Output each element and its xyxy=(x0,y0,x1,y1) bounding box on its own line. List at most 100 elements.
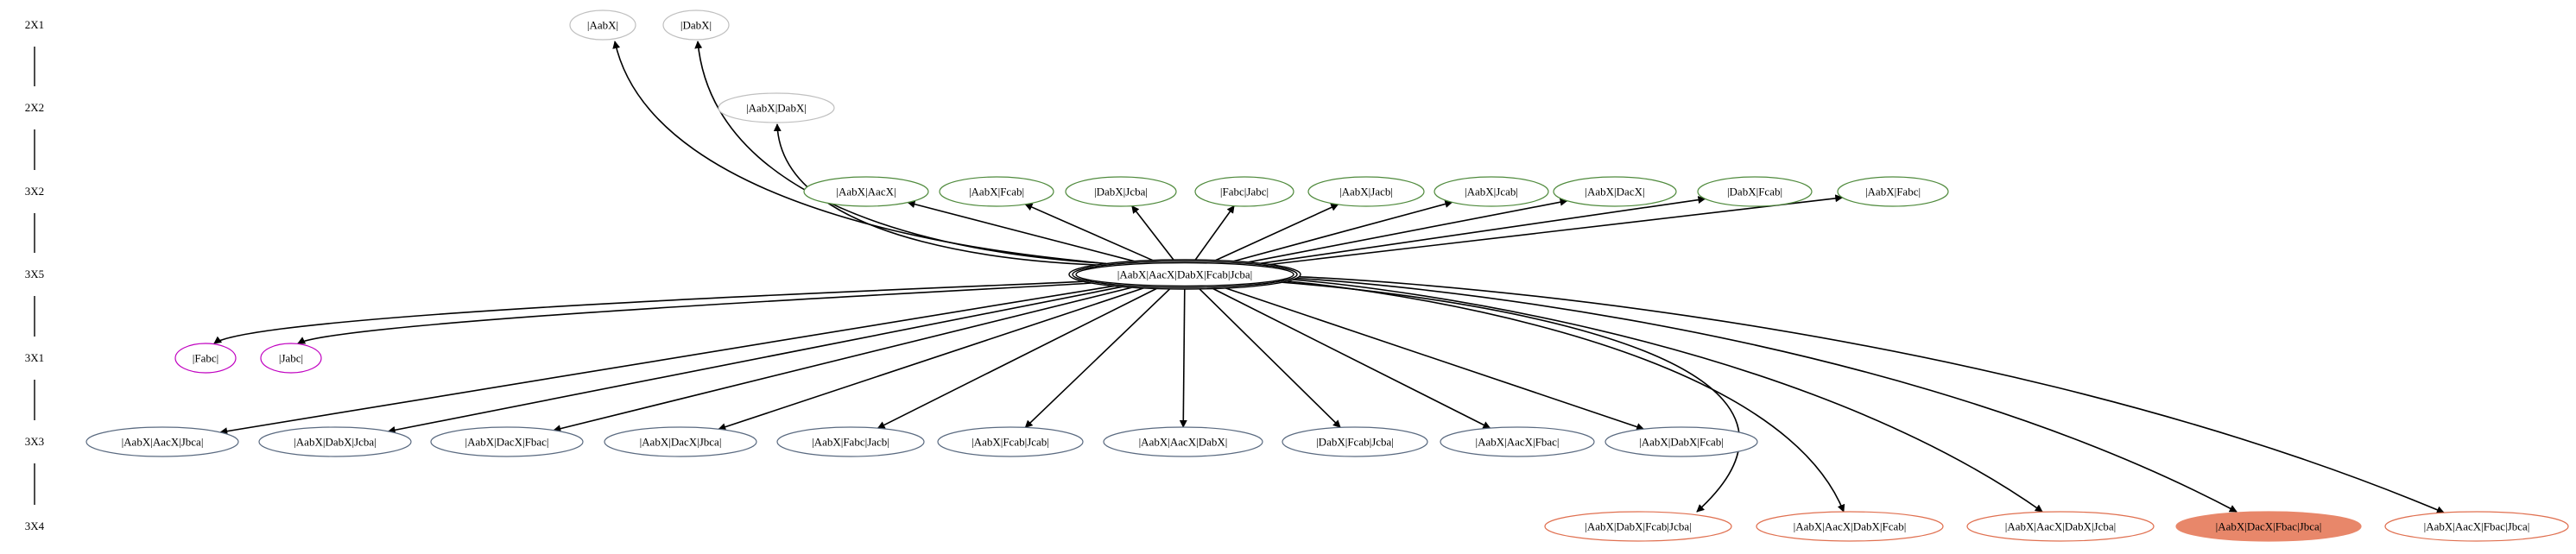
node-n_aabx_fabc[interactable]: |AabX|Fabc| xyxy=(1837,176,1949,207)
node-label: |AabX|DabX|Fcab|Jcba| xyxy=(1585,520,1691,533)
edge-center-to-n_aabx_aacx xyxy=(907,200,1135,262)
edge-center-to-n_dabx xyxy=(694,41,1107,265)
node-shape xyxy=(258,426,412,457)
node-shape xyxy=(776,426,925,457)
node-label: |AabX|AacX|DabX|Fcab|Jcba| xyxy=(1117,268,1252,281)
node-label: |AabX|DacX| xyxy=(1585,186,1644,198)
node-label: |AabX|Fcab|Jcab| xyxy=(972,436,1049,449)
node-n_dabx_fcab[interactable]: |DabX|Fcab| xyxy=(1697,176,1813,207)
node-shape xyxy=(1440,426,1595,457)
node-n_aabx_fcab[interactable]: |AabX|Fcab| xyxy=(939,176,1054,207)
rank-label: 3X2 xyxy=(25,185,44,198)
node-shape xyxy=(1434,176,1549,207)
edge-center-to-n_aabx_dacx_jbca xyxy=(718,287,1144,431)
node-n_aabx_dacx_jbca[interactable]: |AabX|DacX|Jbca| xyxy=(604,426,757,457)
node-label: |AabX|Fabc| xyxy=(1865,186,1921,198)
node-label: |DabX|Jcba| xyxy=(1094,186,1148,198)
node-label: |Fabc| xyxy=(193,352,218,365)
edge-center-to-n_fabc_jabc xyxy=(1194,205,1235,261)
node-n_aabx_jcab[interactable]: |AabX|Jcab| xyxy=(1434,176,1549,207)
rank-label: 2X1 xyxy=(25,18,44,31)
rank-label: 3X5 xyxy=(25,268,44,280)
node-n_aabx_dabx_fcab[interactable]: |AabX|DabX|Fcab| xyxy=(1604,426,1758,457)
edge-center-to-n_aabx_aacx_dabx_jcba xyxy=(1292,279,2043,513)
node-shape xyxy=(569,9,636,41)
node-n_aabx_dacx[interactable]: |AabX|DacX| xyxy=(1553,176,1677,207)
node-n_dabx_fcab_jcba[interactable]: |DabX|Fcab|Jcba| xyxy=(1282,426,1428,457)
node-n_aabx_aacx_dabx_fcab[interactable]: |AabX|AacX|DabX|Fcab| xyxy=(1756,511,1944,542)
node-n_aabx_jacb[interactable]: |AabX|Jacb| xyxy=(1307,176,1425,207)
edge-center-to-n_aabx_aacx_fbac xyxy=(1212,287,1491,429)
node-label: |AabX|Fcab| xyxy=(969,186,1024,198)
node-label: |AabX|DacX|Fbac|Jbca| xyxy=(2216,520,2322,533)
edge-center-to-n_aabx xyxy=(612,41,1106,265)
node-shape xyxy=(1307,176,1425,207)
node-shape xyxy=(1065,176,1177,207)
node-ring xyxy=(1072,261,1298,288)
edge-center-to-n_aabx_dabx xyxy=(773,123,1097,266)
node-shape xyxy=(2175,511,2362,542)
node-n_dabx_jcba[interactable]: |DabX|Jcba| xyxy=(1065,176,1177,207)
node-n_aabx_aacx[interactable]: |AabX|AacX| xyxy=(803,176,929,207)
node-center[interactable]: |AabX|AacX|DabX|Fcab|Jcba| xyxy=(1068,259,1301,290)
node-ring xyxy=(1068,259,1301,290)
edge-center-to-n_aabx_jacb xyxy=(1215,204,1339,261)
edge-center-to-n_aabx_dabx_fcab_jcba xyxy=(1282,281,1741,513)
edge-layer xyxy=(213,41,2445,514)
node-n_aabx_aacx_jbca[interactable]: |AabX|AacX|Jbca| xyxy=(85,426,239,457)
node-n_aabx_dabx_fcab_jcba[interactable]: |AabX|DabX|Fcab|Jcba| xyxy=(1544,511,1732,542)
edge-center-to-n_aabx_aacx_dabx xyxy=(1179,288,1187,428)
edge-center-to-n_dabx_fcab_jcba xyxy=(1199,288,1341,428)
node-n_aabx_aacx_dabx[interactable]: |AabX|AacX|DabX| xyxy=(1103,426,1263,457)
node-shape xyxy=(1553,176,1677,207)
rank-label: 3X3 xyxy=(25,435,44,448)
node-n_aabx_aacx_fbac[interactable]: |AabX|AacX|Fbac| xyxy=(1440,426,1595,457)
node-n_aabx_fcab_jcab[interactable]: |AabX|Fcab|Jcab| xyxy=(937,426,1084,457)
edge-center-to-n_aabx_fabc xyxy=(1269,194,1844,266)
edge-center-to-n_aabx_dabx_fcab xyxy=(1225,287,1645,431)
rank-label: 3X1 xyxy=(25,351,44,364)
node-label: |AabX|DacX|Fbac| xyxy=(465,436,548,449)
node-shape xyxy=(1194,176,1294,207)
node-shape xyxy=(718,92,835,123)
node-n_aabx_fabc_jacb[interactable]: |AabX|Fabc|Jacb| xyxy=(776,426,925,457)
node-shape xyxy=(85,426,239,457)
node-shape xyxy=(2384,511,2569,542)
node-shape xyxy=(1966,511,2155,542)
node-label: |AabX|AacX|Fbac| xyxy=(1475,436,1559,449)
edge-center-to-n_aabx_aacx_fbac_jbca xyxy=(1299,276,2445,514)
node-label: |AabX|AacX|DabX| xyxy=(1139,436,1228,449)
node-n_jabc[interactable]: |Jabc| xyxy=(260,343,322,374)
node-label: |AabX|Jacb| xyxy=(1339,186,1393,198)
node-n_aabx_dabx[interactable]: |AabX|DabX| xyxy=(718,92,835,123)
node-label: |DabX| xyxy=(680,19,712,32)
node-n_dabx[interactable]: |DabX| xyxy=(662,9,730,41)
node-label: |AabX|DacX|Jbca| xyxy=(640,436,722,449)
rank-label: 2X2 xyxy=(25,101,44,114)
node-label: |AabX|DabX|Fcab| xyxy=(1639,436,1724,449)
node-shape xyxy=(1837,176,1949,207)
node-label: |Fabc|Jabc| xyxy=(1220,186,1269,198)
edge-center-to-n_aabx_aacx_dabx_fcab xyxy=(1287,280,1845,513)
node-n_aabx_dabx_jcba[interactable]: |AabX|DabX|Jcba| xyxy=(258,426,412,457)
node-n_aabx_dacx_fbac_jbca[interactable]: |AabX|DacX|Fbac|Jbca| xyxy=(2175,511,2362,542)
node-n_fabc_jabc[interactable]: |Fabc|Jabc| xyxy=(1194,176,1294,207)
node-n_fabc[interactable]: |Fabc| xyxy=(174,343,237,374)
edge-center-to-n_aabx_dacx_fbac_jbca xyxy=(1296,277,2237,513)
node-label: |AabX|AacX| xyxy=(836,186,896,198)
node-shape xyxy=(1756,511,1944,542)
node-shape xyxy=(939,176,1054,207)
edge-center-to-n_aabx_dacx xyxy=(1248,198,1568,263)
node-shape xyxy=(174,343,237,374)
edge-center-to-n_aabx_fcab xyxy=(1024,203,1154,261)
edge-center-to-n_fabc xyxy=(213,280,1084,344)
edge-center-to-n_dabx_jcba xyxy=(1131,205,1174,261)
edge-center-to-n_jabc xyxy=(297,282,1092,344)
node-n_aabx_dacx_fbac[interactable]: |AabX|DacX|Fbac| xyxy=(430,426,584,457)
node-n_aabx_aacx_dabx_jcba[interactable]: |AabX|AacX|DabX|Jcba| xyxy=(1966,511,2155,542)
node-label: |AabX|DabX|Jcba| xyxy=(294,436,377,449)
node-n_aabx_aacx_fbac_jbca[interactable]: |AabX|AacX|Fbac|Jbca| xyxy=(2384,511,2569,542)
node-n_aabx[interactable]: |AabX| xyxy=(569,9,636,41)
